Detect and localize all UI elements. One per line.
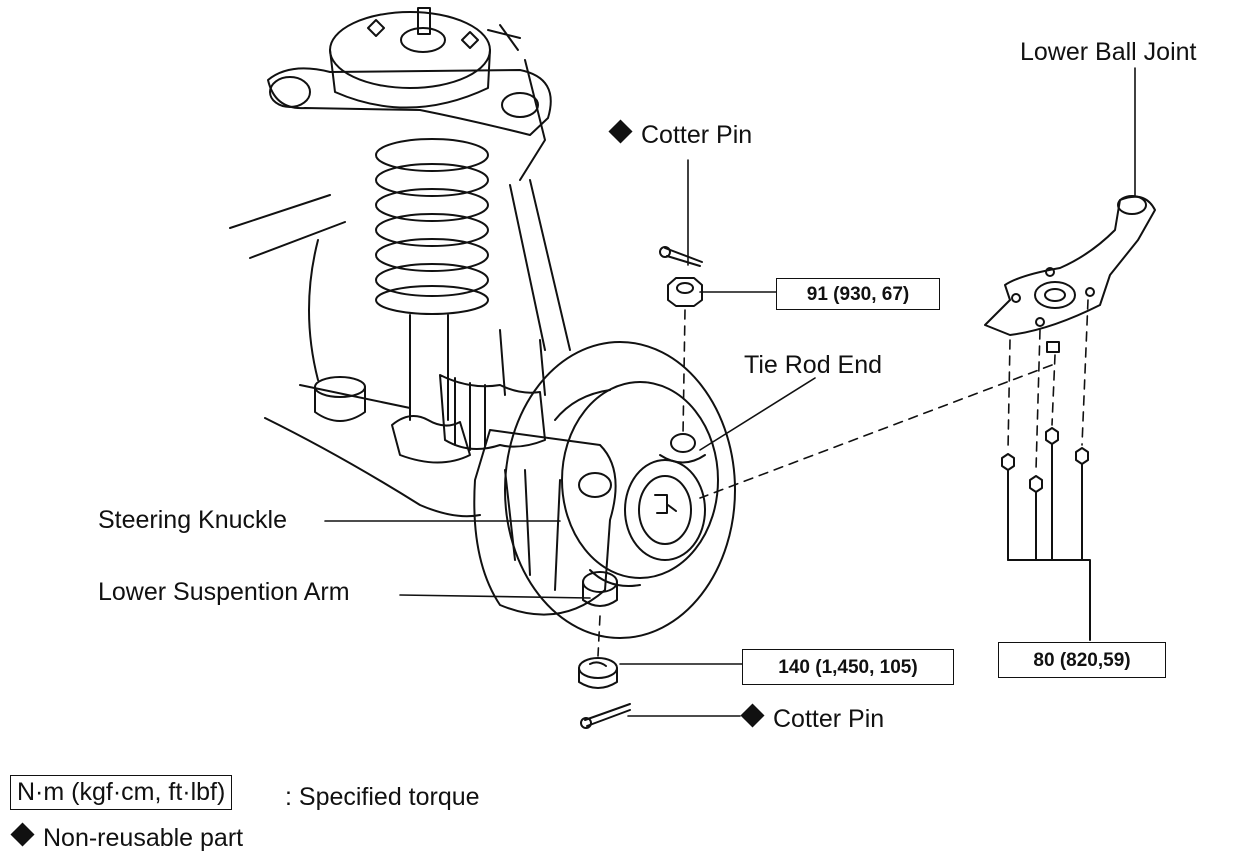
- bump-stop: [314, 376, 366, 422]
- legend-unit-description: : Specified torque: [285, 783, 480, 811]
- lower-arm-boss: [582, 571, 618, 607]
- lower-ball-joint-part: [984, 195, 1156, 353]
- cotter-pin-bottom-text: Cotter Pin: [773, 705, 885, 733]
- top-castle-nut: [667, 277, 703, 307]
- upper-control-arm: [267, 59, 552, 181]
- cotter-pin-top-text: Cotter Pin: [641, 121, 753, 149]
- cotter-pin-bottom-label: Cotter Pin: [740, 703, 885, 733]
- non-reusable-diamond-icon: [740, 703, 765, 728]
- lower-ball-joint-label: Lower Ball Joint: [1020, 38, 1197, 66]
- steering-knuckle-body: [473, 429, 617, 616]
- steering-knuckle-label: Steering Knuckle: [98, 506, 288, 534]
- wheel-hub: [624, 459, 706, 561]
- torque-box-ball-joint-nut: 140 (1,450, 105): [742, 649, 954, 685]
- tie-rod-end-stud: [659, 433, 706, 464]
- non-reusable-diamond-icon: [10, 822, 35, 847]
- steering-arm-link: [499, 179, 571, 396]
- bottom-castle-nut: [578, 657, 618, 689]
- frame-lines: [229, 194, 481, 518]
- cotter-pin-top-label: Cotter Pin: [608, 119, 753, 149]
- torque-box-ball-joint-bolts: 80 (820,59): [998, 642, 1166, 678]
- shock-absorber: [391, 314, 471, 464]
- legend-unit-box: N·m (kgf·cm, ft·lbf): [10, 775, 233, 810]
- lower-suspension-arm-label: Lower Suspention Arm: [98, 578, 350, 606]
- legend-non-reusable: Non-reusable part: [10, 822, 244, 852]
- bottom-cotter-pin: [580, 703, 631, 729]
- leader-lines: [324, 67, 1136, 717]
- torque-box-tie-rod-nut: 91 (930, 67): [776, 278, 940, 310]
- legend-non-reusable-text: Non-reusable part: [43, 824, 244, 852]
- strut-upper-mount: [329, 7, 521, 109]
- ball-joint-bolts: [1001, 427, 1091, 641]
- brake-disc: [504, 341, 736, 639]
- non-reusable-diamond-icon: [608, 119, 633, 144]
- alignment-dashes: [597, 299, 1089, 657]
- top-cotter-pin: [659, 246, 703, 267]
- coil-spring: [375, 138, 489, 315]
- drive-shaft-boot: [439, 374, 546, 451]
- tie-rod-end-label: Tie Rod End: [744, 351, 883, 379]
